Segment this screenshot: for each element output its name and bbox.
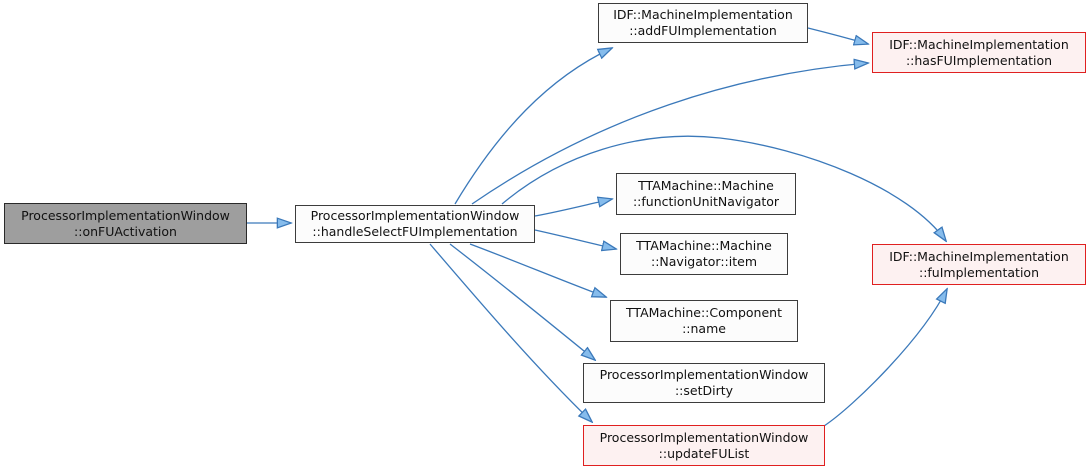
- node-component-name[interactable]: TTAMachine::Component ::name: [610, 300, 798, 342]
- node-setdirty[interactable]: ProcessorImplementationWindow ::setDirty: [583, 363, 825, 403]
- node-label: ::onFUActivation: [74, 223, 177, 239]
- node-label: TTAMachine::Machine: [636, 238, 772, 253]
- edge-handleselect-hasfuimplementation: [471, 63, 868, 205]
- node-functionunitnavigator[interactable]: TTAMachine::Machine ::functionUnitNaviga…: [616, 173, 796, 215]
- node-label: ::fuImplementation: [918, 264, 1039, 280]
- node-label: ::functionUnitNavigator: [632, 194, 780, 209]
- node-label: IDF::MachineImplementation: [613, 7, 793, 22]
- node-label: ::handleSelectFUImplementation: [312, 224, 518, 239]
- node-navigator-item[interactable]: TTAMachine::Machine ::Navigator::item: [620, 233, 788, 275]
- edge-handleselect-functionunitnavigator: [534, 199, 612, 217]
- node-addfuimplementation[interactable]: IDF::MachineImplementation ::addFUImplem…: [598, 3, 808, 43]
- node-label: ::hasFUImplementation: [905, 52, 1053, 68]
- node-onfuactivation: ProcessorImplementationWindow ::onFUActi…: [4, 203, 247, 244]
- edge-handleselect-updatefulist: [429, 243, 592, 422]
- edge-handleselect-navigatoritem: [534, 229, 616, 249]
- node-label: ProcessorImplementationWindow: [599, 367, 809, 382]
- edge-handleselect-fuimplementation: [501, 135, 946, 241]
- node-hasfuimplementation[interactable]: IDF::MachineImplementation ::hasFUImplem…: [872, 32, 1086, 73]
- node-label: ::name: [682, 321, 726, 336]
- edge-addfuimplementation-hasfuimplementation: [807, 27, 868, 44]
- node-label: ::addFUImplementation: [629, 23, 777, 38]
- node-label: ::setDirty: [674, 383, 734, 398]
- edge-updatefulist-fuimplementation: [823, 289, 947, 427]
- node-label: ::updateFUList: [658, 445, 750, 461]
- edge-handleselect-addfuimplementation: [454, 48, 612, 205]
- edge-handleselect-setdirty: [449, 243, 595, 360]
- node-label: TTAMachine::Component: [626, 305, 782, 320]
- node-label: ProcessorImplementationWindow: [21, 207, 230, 223]
- node-updatefulist[interactable]: ProcessorImplementationWindow ::updateFU…: [583, 425, 825, 466]
- node-label: ProcessorImplementationWindow: [310, 208, 520, 223]
- edge-handleselect-componentname: [469, 243, 606, 297]
- node-label: TTAMachine::Machine: [638, 178, 774, 193]
- node-label: ::Navigator::item: [650, 254, 758, 269]
- node-fuimplementation[interactable]: IDF::MachineImplementation ::fuImplement…: [872, 244, 1086, 285]
- node-handleselectfuimplementation[interactable]: ProcessorImplementationWindow ::handleSe…: [295, 205, 535, 243]
- node-label: ProcessorImplementationWindow: [599, 429, 809, 445]
- node-label: IDF::MachineImplementation: [889, 36, 1069, 52]
- node-label: IDF::MachineImplementation: [889, 248, 1069, 264]
